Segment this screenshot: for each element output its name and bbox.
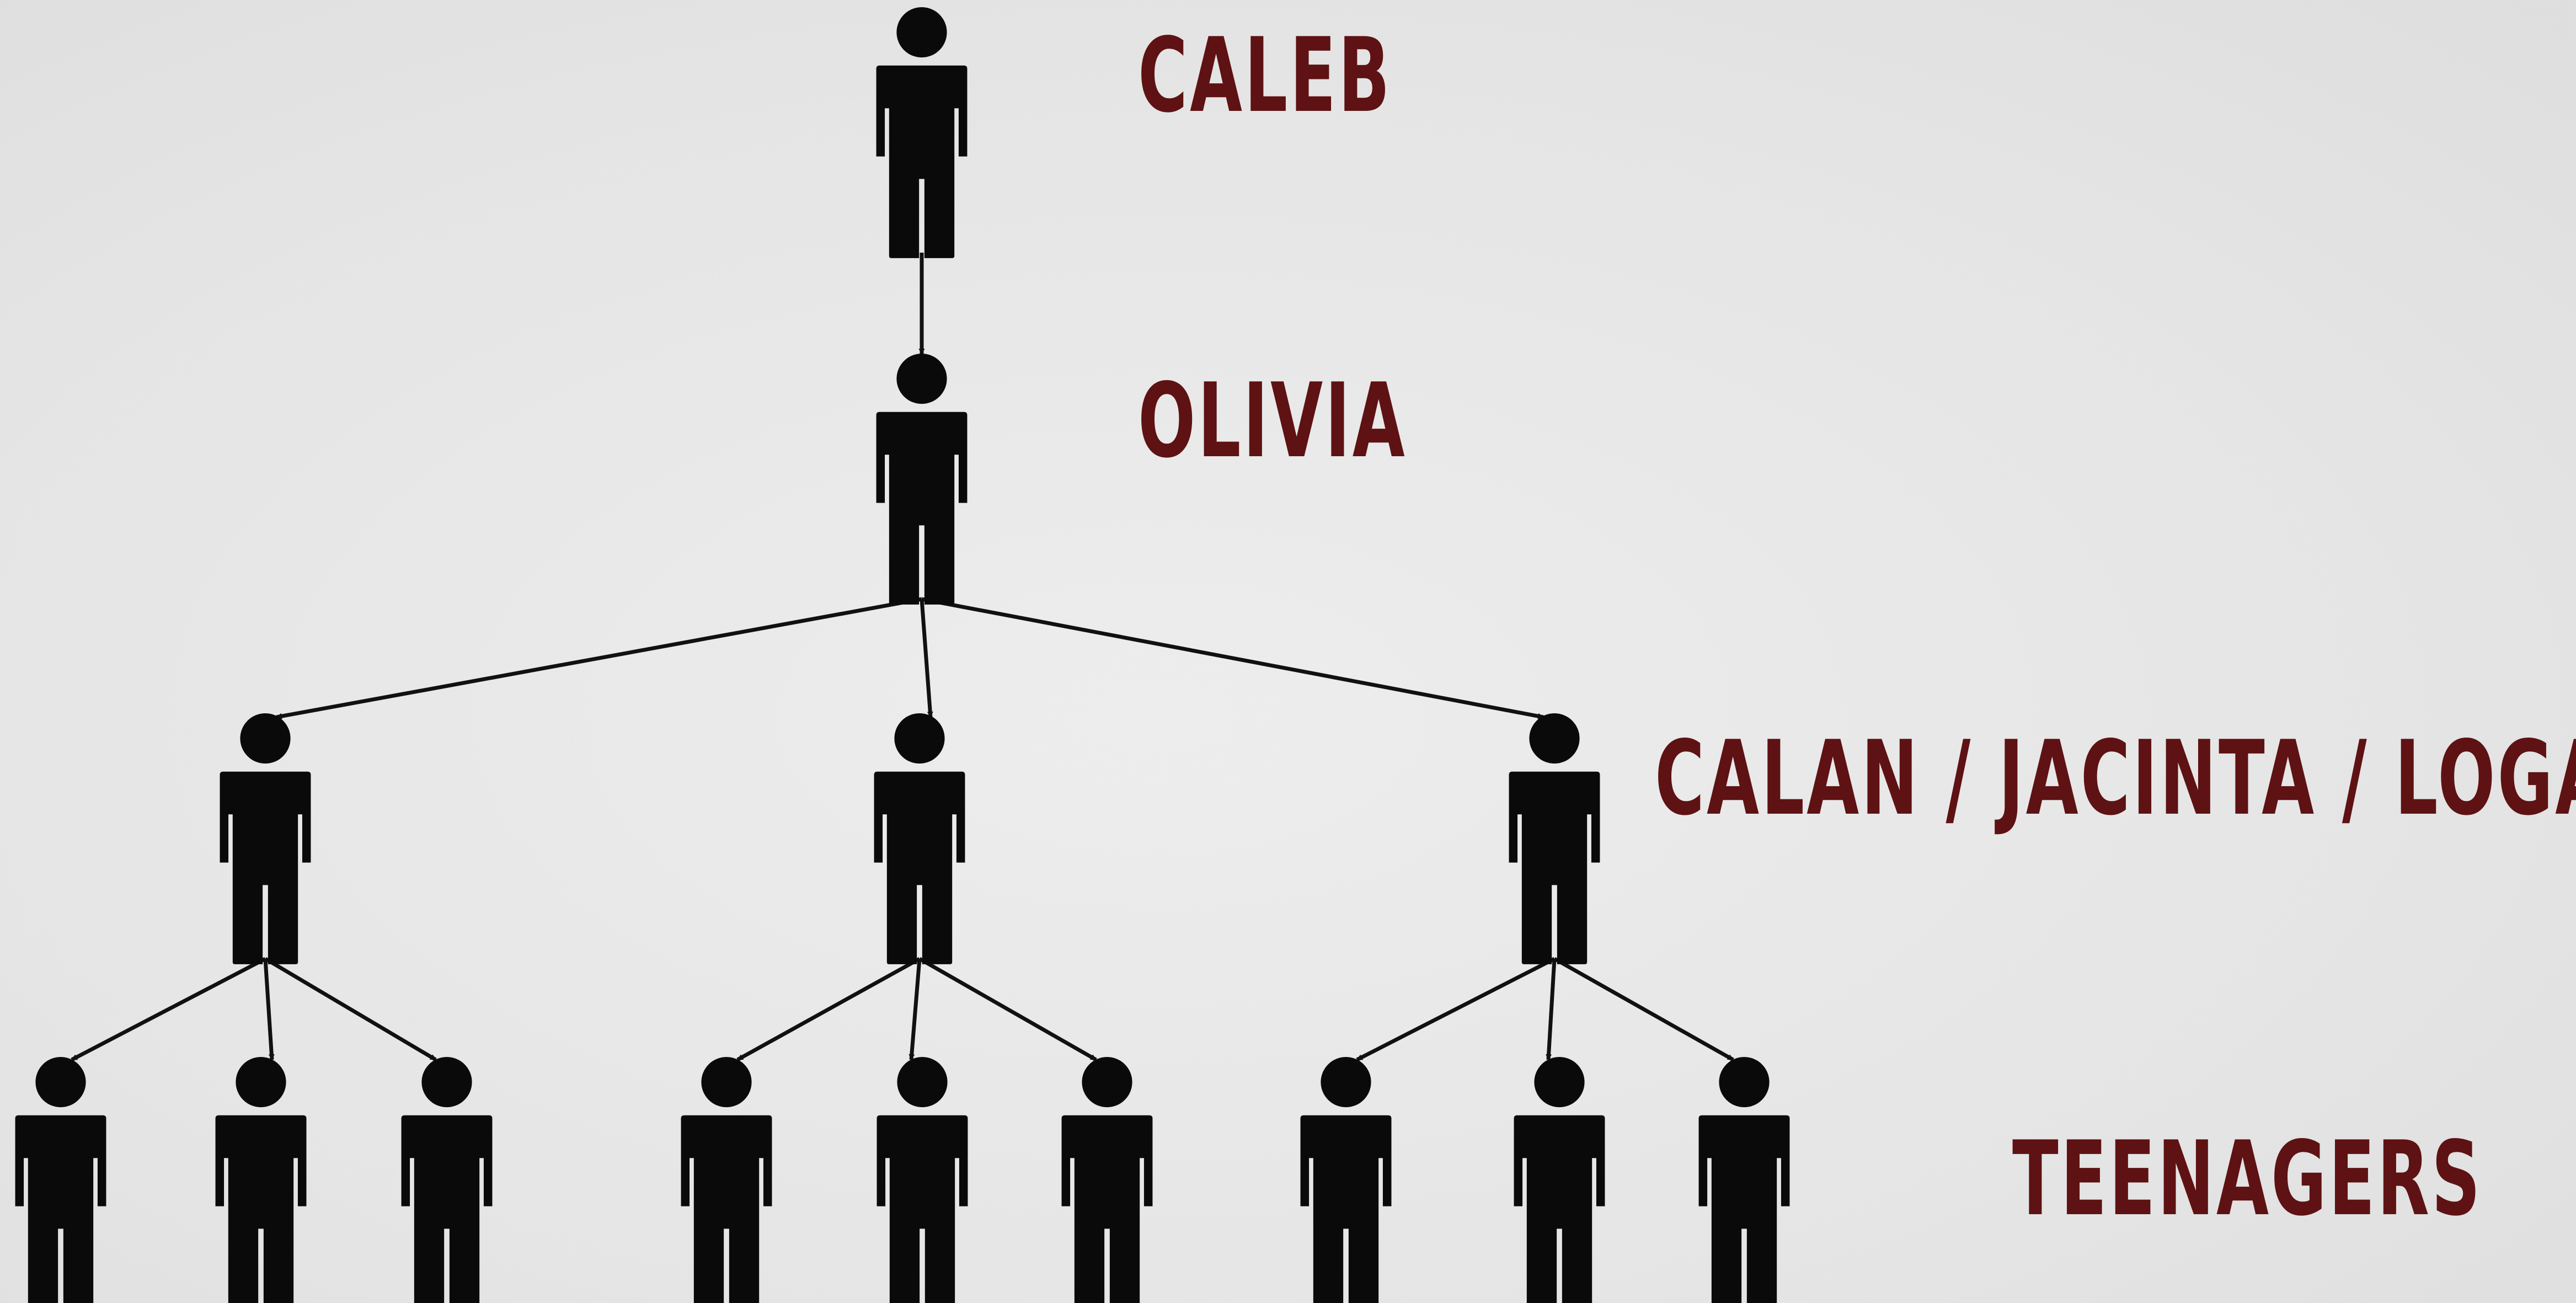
person-icon-olivia [876, 353, 968, 605]
label-caleb: CALEB [1138, 15, 1392, 135]
person-icon-jacinta [874, 713, 965, 964]
arrow-jacinta-to-teenager [736, 957, 921, 1062]
person-icon-teenager [15, 1056, 106, 1303]
arrow-olivia-to-calan [275, 597, 922, 719]
arrow-olivia-to-jacinta [920, 599, 933, 718]
arrow-jacinta-to-teenager [918, 957, 1097, 1062]
person-icon-teenager [401, 1056, 493, 1303]
label-olivia: OLIVIA [1138, 361, 1407, 480]
person-icon-teenager [215, 1056, 307, 1303]
arrow-calan-to-teenager [263, 958, 275, 1061]
person-icon-teenager [1514, 1056, 1605, 1303]
person-icon-teenager [1061, 1056, 1153, 1303]
person-figures [15, 7, 1790, 1303]
arrow-logan-to-teenager [1356, 957, 1556, 1062]
arrow-logan-to-teenager [1553, 957, 1734, 1062]
connector-lines [71, 253, 1734, 1062]
arrow-calan-to-teenager [264, 957, 437, 1062]
arrow-jacinta-to-teenager [908, 958, 922, 1061]
person-icon-teenager [1300, 1056, 1392, 1303]
label-teenagers: TEENAGERS [2012, 1119, 2483, 1238]
arrow-olivia-to-logan [921, 597, 1544, 719]
arrow-calan-to-teenager [71, 957, 266, 1062]
arrow-logan-to-teenager [1546, 958, 1557, 1061]
person-icon-logan [1509, 713, 1600, 964]
person-icon-caleb [876, 7, 968, 258]
person-icon-teenager [877, 1056, 968, 1303]
person-icon-calan [220, 713, 311, 964]
person-icon-teenager [1698, 1056, 1790, 1303]
person-icon-teenager [681, 1056, 772, 1303]
label-children: CALAN / JACINTA / LOGAN [1655, 718, 2576, 838]
